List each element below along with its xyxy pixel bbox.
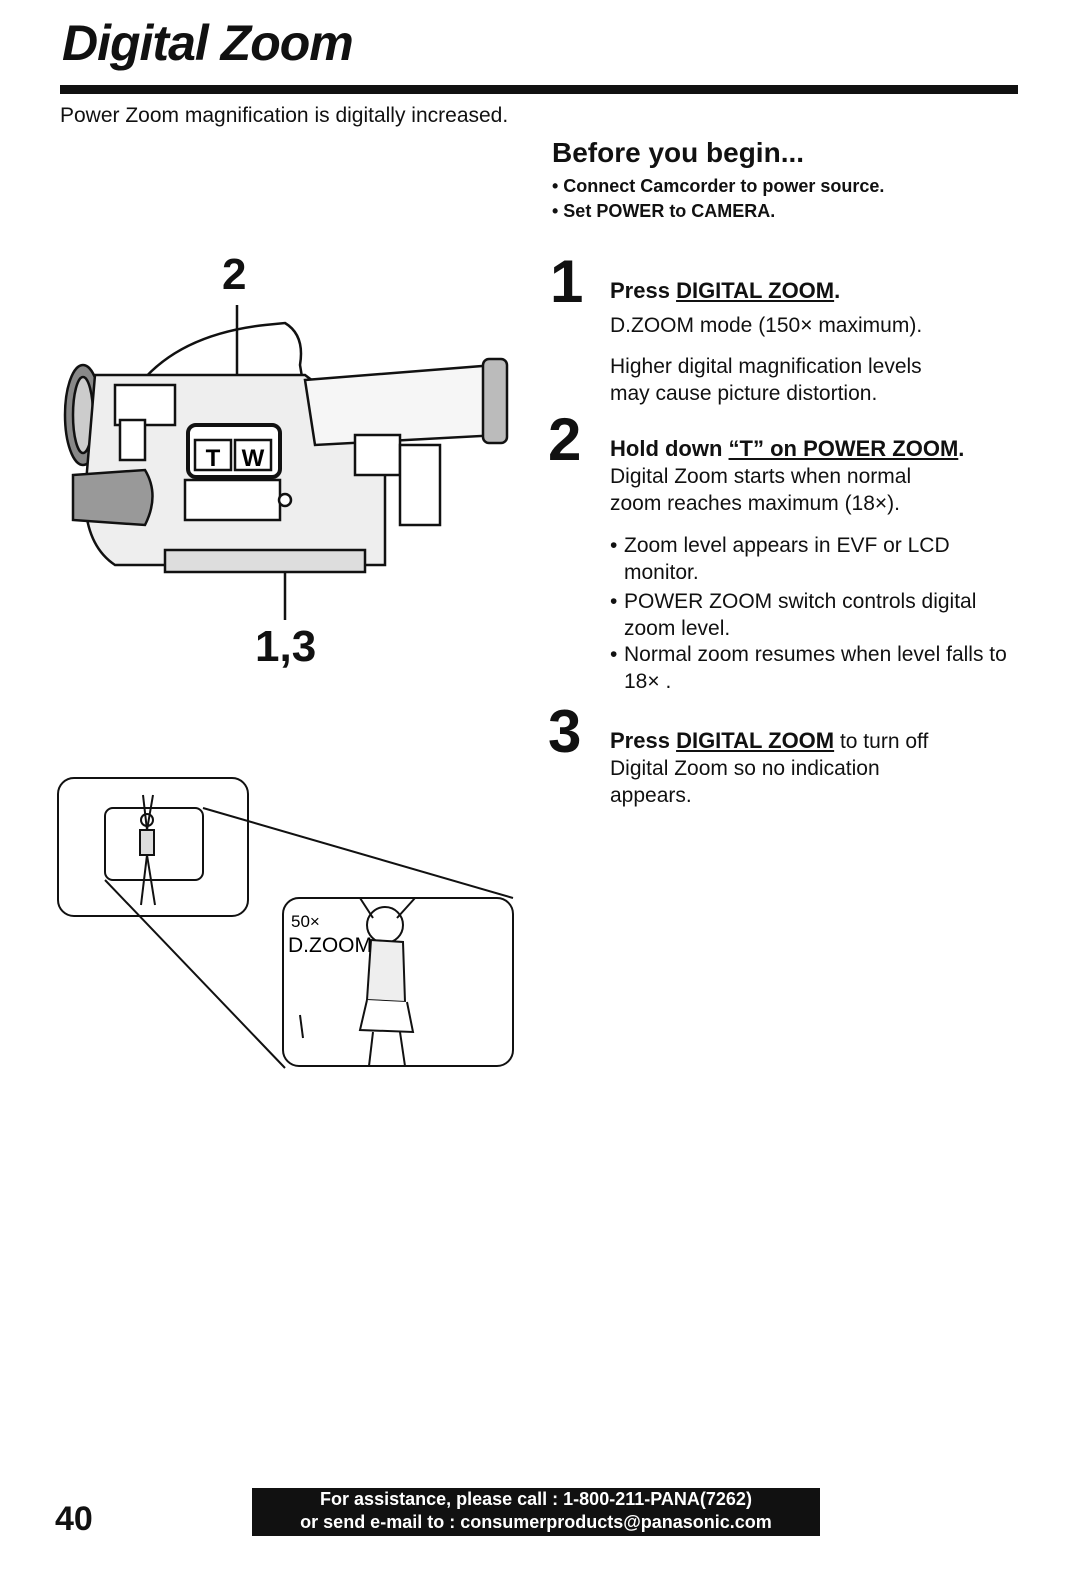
step-title: Press DIGITAL ZOOM. [610,278,840,304]
assistance-line-1: For assistance, please call : 1-800-211-… [320,1489,752,1509]
step-title: Press DIGITAL ZOOM to turn off [610,728,928,754]
step-line: D.ZOOM mode (150× maximum). [610,314,923,337]
bullet-item: •Zoom level appears in EVF or LCD monito… [610,534,950,584]
before-you-begin-heading: Before you begin... [552,137,805,168]
zoom-value-label: 50× [291,912,320,931]
callout-step-1-3: 1,3 [255,622,317,671]
switch-t-label: T [206,445,221,472]
step-number: 2 [548,406,582,473]
step-line: appears. [610,784,692,807]
step-title-rest: to turn off [834,730,929,753]
bullet-item: •POWER ZOOM switch controls digital zoom… [610,590,977,640]
zoom-mode-label: D.ZOOM [288,934,372,957]
switch-w-label: W [242,445,265,472]
intro-text: Power Zoom magnification is digitally in… [60,104,509,127]
assistance-box: For assistance, please call : 1-800-211-… [252,1488,820,1536]
step-title-text: Hold down “T” on POWER ZOOM. [610,436,965,461]
step-title-text: Press DIGITAL ZOOM. [610,278,841,303]
prereq-item: • Set POWER to CAMERA. [552,201,776,221]
step-line: Digital Zoom starts when normal [610,465,912,488]
camcorder-illustration: T W [63,305,509,620]
prereq-item: • Connect Camcorder to power source. [552,176,885,196]
zoom-illustration: 50× D.ZOOM [57,777,514,1069]
step-number: 1 [550,248,584,315]
assistance-line-2: or send e-mail to : consumerproducts@pan… [300,1512,772,1532]
page-number: 40 [55,1500,93,1538]
step-line: zoom reaches maximum (18×). [610,492,901,515]
step-line: Higher digital magnification levels [610,355,922,378]
step-number: 3 [548,698,582,765]
step-line: may cause picture distortion. [610,382,878,405]
step-title-text: Press DIGITAL ZOOM [610,728,835,753]
step-title: Hold down “T” on POWER ZOOM. [610,436,964,462]
page-title: Digital Zoom [62,15,354,71]
bullet-item: •Normal zoom resumes when level falls to… [610,643,1007,693]
title-rule [60,85,1018,94]
callout-step-2: 2 [222,250,247,299]
step-line: Digital Zoom so no indication [610,757,880,780]
